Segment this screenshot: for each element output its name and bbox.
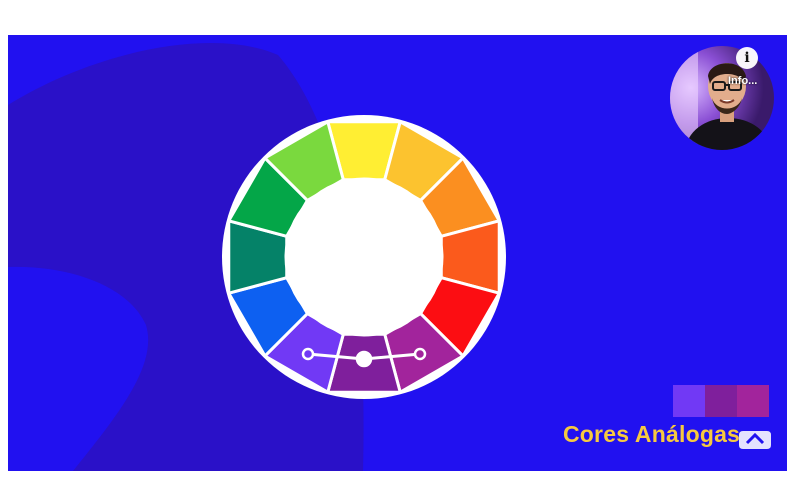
presenter-webcam-icon	[670, 46, 774, 150]
analogous-selector	[301, 347, 427, 368]
slide-canvas	[8, 35, 787, 471]
presenter-webcam[interactable]	[670, 46, 774, 150]
color-wheel-inner-rim	[284, 177, 444, 337]
wheel-segment-yellow-green	[263, 120, 345, 202]
info-icon: i	[736, 47, 758, 69]
selector-node-red-violet	[413, 347, 427, 361]
swatch-violet	[705, 385, 737, 417]
info-label: Info...	[728, 75, 758, 87]
selector-node-violet	[355, 350, 373, 368]
channel-logo-icon	[739, 431, 771, 449]
video-player[interactable]	[8, 35, 787, 471]
swatch-red-violet	[737, 385, 769, 417]
selector-node-blue-violet	[301, 347, 315, 361]
slide-title: Cores Análogas	[563, 421, 741, 447]
swatch-blue-violet	[673, 385, 705, 417]
info-button[interactable]: i Info...	[728, 47, 766, 95]
